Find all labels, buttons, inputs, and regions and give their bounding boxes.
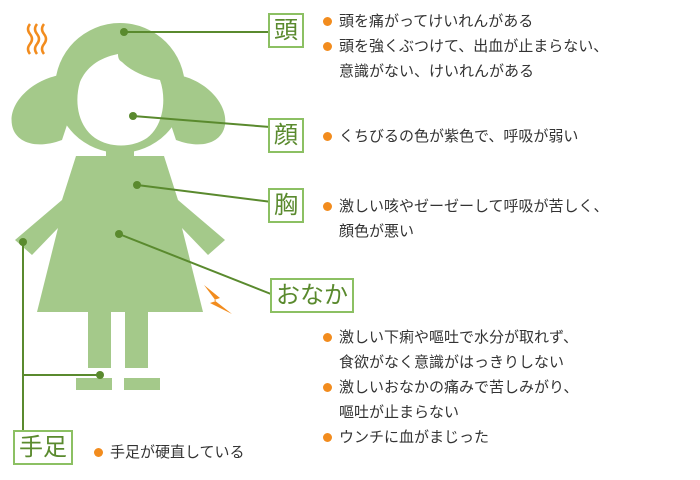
face-area [77, 54, 164, 146]
bullet-dot [323, 433, 332, 442]
label-limbs: 手足 [13, 430, 73, 465]
chest-connector [136, 184, 273, 203]
heat-waves-icon [26, 23, 48, 55]
chest-symptom-list: 激しい咳やゼーゼーして呼吸が苦しく、 顔色が悪い [323, 194, 609, 244]
list-item: 頭を強くぶつけて、出血が止まらない、 意識がない、けいれんがある [323, 34, 608, 84]
face-symptom-list: くちびるの色が紫色で、呼吸が弱い [323, 124, 578, 149]
connector-dots [19, 28, 141, 379]
list-item: 頭を痛がってけいれんがある [323, 9, 608, 34]
head-symptom-list: 頭を痛がってけいれんがある 頭を強くぶつけて、出血が止まらない、 意識がない、け… [323, 9, 608, 84]
bullet-dot [323, 42, 332, 51]
label-face: 顔 [268, 118, 304, 153]
face-connector [132, 115, 271, 128]
bullet-dot [94, 448, 103, 457]
bullet-dot [323, 383, 332, 392]
right-leg [125, 308, 148, 368]
bullet-dot [323, 202, 332, 211]
right-foot [124, 378, 160, 390]
bullet-dot [323, 17, 332, 26]
label-chest: 胸 [268, 188, 304, 223]
list-item: 激しい下痢や嘔吐で水分が取れず、 食欲がなく意識がはっきりしない [323, 325, 578, 375]
stomach-symptom-list: 激しい下痢や嘔吐で水分が取れず、 食欲がなく意識がはっきりしない 激しいおなかの… [323, 325, 578, 450]
connector-lines [22, 31, 277, 430]
lightning-bolt-icon [204, 285, 232, 314]
list-item: 激しいおなかの痛みで苦しみがり、 嘔吐が止まらない [323, 375, 578, 425]
label-stomach: おなか [270, 278, 354, 313]
bullet-dot [323, 132, 332, 141]
left-foot [76, 378, 112, 390]
list-item: 手足が硬直している [94, 440, 245, 465]
stomach-connector [118, 233, 277, 297]
bullet-dot [323, 333, 332, 342]
list-item: 激しい咳やゼーゼーして呼吸が苦しく、 顔色が悪い [323, 194, 609, 244]
limbs-symptom-list: 手足が硬直している [94, 440, 245, 465]
label-head: 頭 [268, 13, 304, 48]
list-item: ウンチに血がまじった [323, 425, 578, 450]
list-item: くちびるの色が紫色で、呼吸が弱い [323, 124, 578, 149]
left-leg [88, 308, 111, 368]
